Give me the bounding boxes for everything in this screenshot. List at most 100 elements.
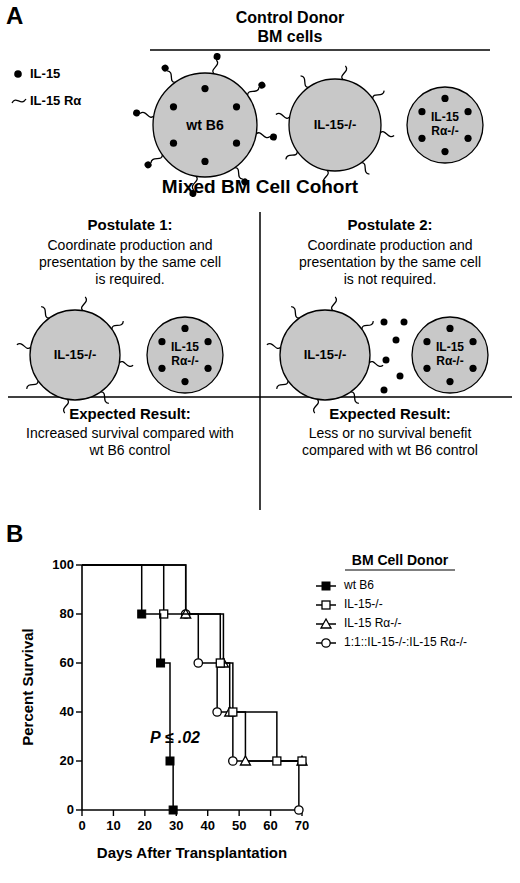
receptor-symbol [119,361,133,367]
receptor-symbol [189,176,200,198]
legend-text: IL-15 [30,66,60,82]
heading: Mixed BM Cell Cohort [110,176,410,199]
cell-label: IL-15-/- [33,348,117,363]
tick-label: 60 [256,818,286,834]
receptor-symbol [323,170,329,184]
open-square-marker [298,757,306,765]
legend-sample [12,99,26,103]
open-circle-marker [295,806,303,814]
cell-label: IL-15 Rα-/- [425,341,475,369]
il15-dot [204,365,211,372]
tick-label: 20 [130,818,160,834]
legend-underline [345,569,455,570]
survival-curve [82,565,302,761]
open-triangle-marker [240,756,250,765]
tick-mark [81,810,82,816]
cell-node: IL-15 Rα-/- [147,317,223,393]
legend-text: IL-15 Rα-/- [344,616,402,630]
open-square-marker [229,708,237,716]
postulate-text: Coordinate production and presentation b… [295,237,485,287]
receptor-symbol [63,399,69,413]
y-axis [81,565,83,810]
receptor-symbol [140,112,154,118]
receptor-symbol [369,361,383,367]
tick-label: 40 [34,704,74,720]
il15-dot [201,85,208,92]
receptor-symbol [246,80,267,98]
il15-dot [418,135,425,142]
cell-text-box: IL-15-/- [30,310,120,400]
tick-mark [76,809,82,810]
cell-text-box: IL-15 Rα-/- [412,317,488,393]
receptor-symbol [369,361,383,367]
legend-sample [14,70,22,78]
filled-square-marker [157,659,165,667]
cell-node: IL-15-/- [30,310,120,400]
open-circle-marker [322,639,330,647]
postulate-title: Postulate 2: [280,216,500,234]
cell-text-box: IL-15-/- [289,79,381,171]
tick-label: 50 [224,818,254,834]
axis-title: Percent Survival [19,602,37,772]
receptor-symbol [285,150,298,161]
cell-circle [289,79,381,171]
receptor-symbol [290,306,301,319]
receptor-symbol [40,306,51,319]
receptor-symbol [276,379,289,390]
receptor-symbol [323,170,329,184]
cell-node: IL-15 Rα-/- [412,317,488,393]
receptor-symbol [247,86,260,97]
divider-line [259,212,261,510]
receptor-symbol [361,320,374,331]
receptor-symbol [63,399,69,413]
free-il15-dot [393,337,400,344]
receptor-symbol [349,391,360,404]
legend-text: IL-15-/- [344,597,383,611]
il15-dot [160,63,170,73]
cell-text-box: IL-15 Rα-/- [407,87,483,163]
receptor-symbol [150,153,163,164]
tick-label: 10 [98,818,128,834]
receptor-symbol [143,152,164,170]
il15-dot [213,53,221,61]
open-circle-marker [229,757,237,765]
receptor-symbol [232,166,250,187]
receptor-symbol [17,343,31,349]
receptor-symbol [40,306,51,319]
free-il15-dot [381,319,388,326]
tick-mark [76,760,82,761]
legend-text: IL-15 Rα [30,93,81,109]
free-il15-dot [397,373,404,380]
receptor-symbol [349,391,360,404]
tick-label: 60 [34,655,74,671]
p-value: P ≤ .02 [150,728,250,747]
tick-label: 0 [34,802,74,818]
tick-mark [270,810,271,816]
cell-node: IL-15-/- [289,79,381,171]
il15-dot [240,177,250,187]
il15-dot [464,108,471,115]
il15-dot [469,365,476,372]
il15-dot [418,108,425,115]
result-title: Expected Result: [280,405,500,423]
il15-dot [269,133,277,141]
free-il15-dot [381,387,388,394]
receptor-symbol [341,66,347,80]
open-square-marker [216,659,224,667]
il15-dot [170,140,177,147]
receptor-symbol [212,60,218,74]
receptor-symbol [360,162,371,175]
receptor-symbol [99,391,110,404]
receptor-symbol [81,297,87,311]
receptor-symbol [267,343,281,349]
cell-text-box: wt B6 [153,73,257,177]
tick-label: 70 [287,818,317,834]
tick-mark [76,662,82,663]
receptor-symbol [299,75,310,88]
survival-curve [82,565,173,810]
il15-dot [201,158,208,165]
open-triangle-marker [297,756,307,765]
il15-dot [158,365,165,372]
receptor-symbol [372,89,385,100]
receptor-symbol [290,306,301,319]
